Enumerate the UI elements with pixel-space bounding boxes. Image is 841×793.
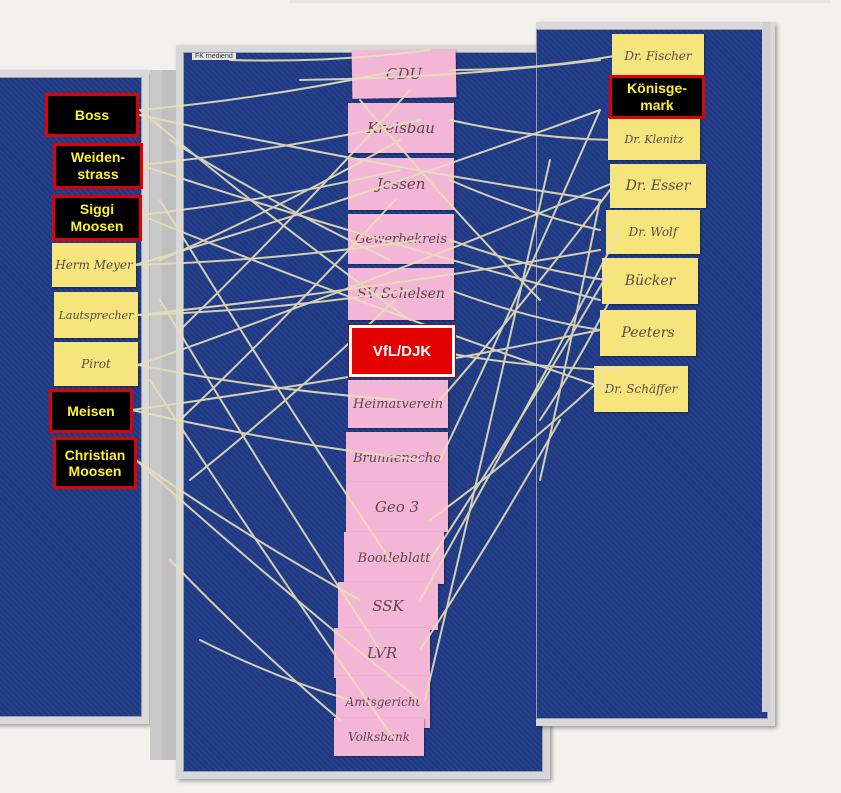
card-peeters: Peeters <box>600 310 696 356</box>
card-volksbank: Volksbank <box>334 718 424 756</box>
board-frame-post <box>150 70 162 760</box>
card-heimatverein: Heimatverein <box>348 380 448 428</box>
card-sv-schelsen: SV Schelsen <box>348 268 454 320</box>
card-dr-esser: Dr. Esser <box>610 164 706 208</box>
card-jessen: Jessen <box>348 158 454 210</box>
card-dr-fischer: Dr. Fischer <box>612 34 704 78</box>
card-pirot: Pirot <box>54 342 138 386</box>
tag-vfl-djk: VfL/DJK <box>349 325 455 377</box>
card-cdu: CDU <box>351 49 457 99</box>
tag-boss: Boss <box>45 93 139 137</box>
card-dr-wolf: Dr. Wolf <box>606 210 700 254</box>
card-lautsprecher: Lautsprecher <box>54 292 138 338</box>
card-gewerbekreis: Gewerbekreis <box>348 214 454 264</box>
board-label: FK mediend <box>192 53 236 60</box>
tag-weidenstrass: Weiden- strass <box>53 143 143 189</box>
ceiling-edge <box>290 0 830 3</box>
card-buecker: Bücker <box>602 258 698 304</box>
board-frame-post <box>762 22 770 712</box>
card-brunnenecho: Brunnenecho <box>346 432 448 484</box>
tag-siggi-moosen: Siggi Moosen <box>52 195 142 241</box>
card-kreisbau: Kreisbau <box>348 103 454 153</box>
board-frame-post <box>162 70 176 760</box>
card-ssk: SSK <box>338 582 438 630</box>
card-lvr: LVR <box>334 628 430 678</box>
card-dr-schaeffer: Dr. Schäffer <box>594 366 688 412</box>
card-bootleblatt: Bootleblatt <box>344 532 444 584</box>
tag-meisen: Meisen <box>49 389 133 433</box>
card-herm-meyer: Herm Meyer <box>52 243 136 287</box>
tag-christian-moosen: Christian Moosen <box>53 437 137 489</box>
tag-koenisgemark: Könisge- mark <box>609 75 705 119</box>
card-geo3: Geo 3 <box>346 482 448 532</box>
card-dr-klenitz: Dr. Klenitz <box>608 118 700 160</box>
